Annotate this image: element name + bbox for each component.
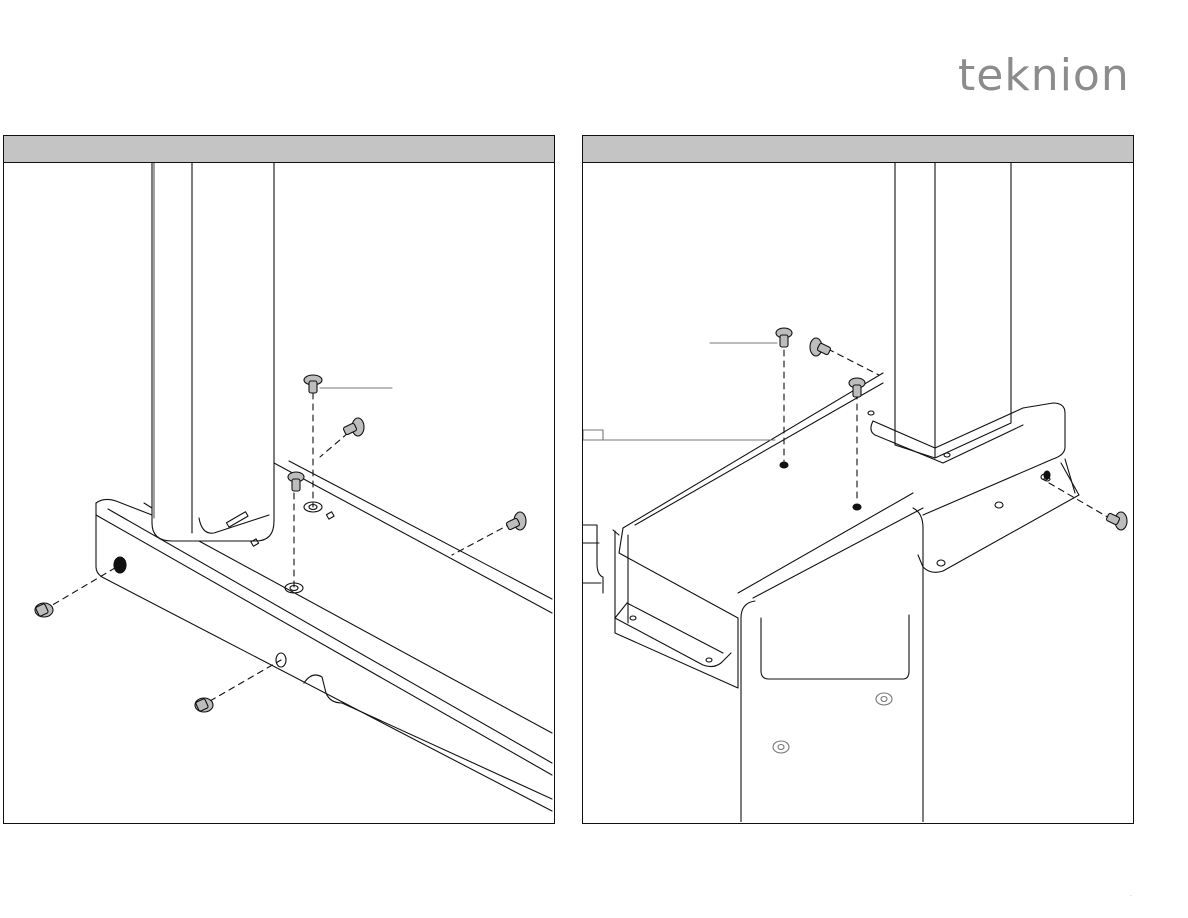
- callout-tab: [583, 430, 603, 440]
- cross-rail: [583, 373, 923, 688]
- panel-header-right-label: [583, 136, 1133, 146]
- page-mark: .: [1130, 892, 1132, 898]
- panel-header-left-label: [4, 136, 554, 146]
- panel-header-left: [4, 136, 554, 163]
- screw-icon: [35, 375, 526, 712]
- foot-plate: [871, 403, 1079, 572]
- dashed-axis: [784, 349, 1111, 519]
- teknion-logo: teknion: [958, 52, 1130, 100]
- leg-column: [873, 163, 1023, 458]
- leg-column: [152, 163, 274, 541]
- hole-icon: [114, 502, 334, 667]
- hole-icon: [630, 411, 1050, 753]
- assembly-step-panel-left: [3, 135, 555, 824]
- screw-icon: [776, 328, 1127, 530]
- right-assembly-drawing: [583, 163, 1132, 822]
- end-bracket: [615, 603, 731, 667]
- front-leg-plate: [741, 508, 923, 822]
- left-assembly-drawing: [4, 163, 553, 822]
- base-rail: [96, 461, 552, 822]
- panel-body-left: [4, 163, 554, 823]
- panel-body-right: [583, 163, 1133, 823]
- panel-header-right: [583, 136, 1133, 163]
- assembly-step-panel-right: [582, 135, 1134, 824]
